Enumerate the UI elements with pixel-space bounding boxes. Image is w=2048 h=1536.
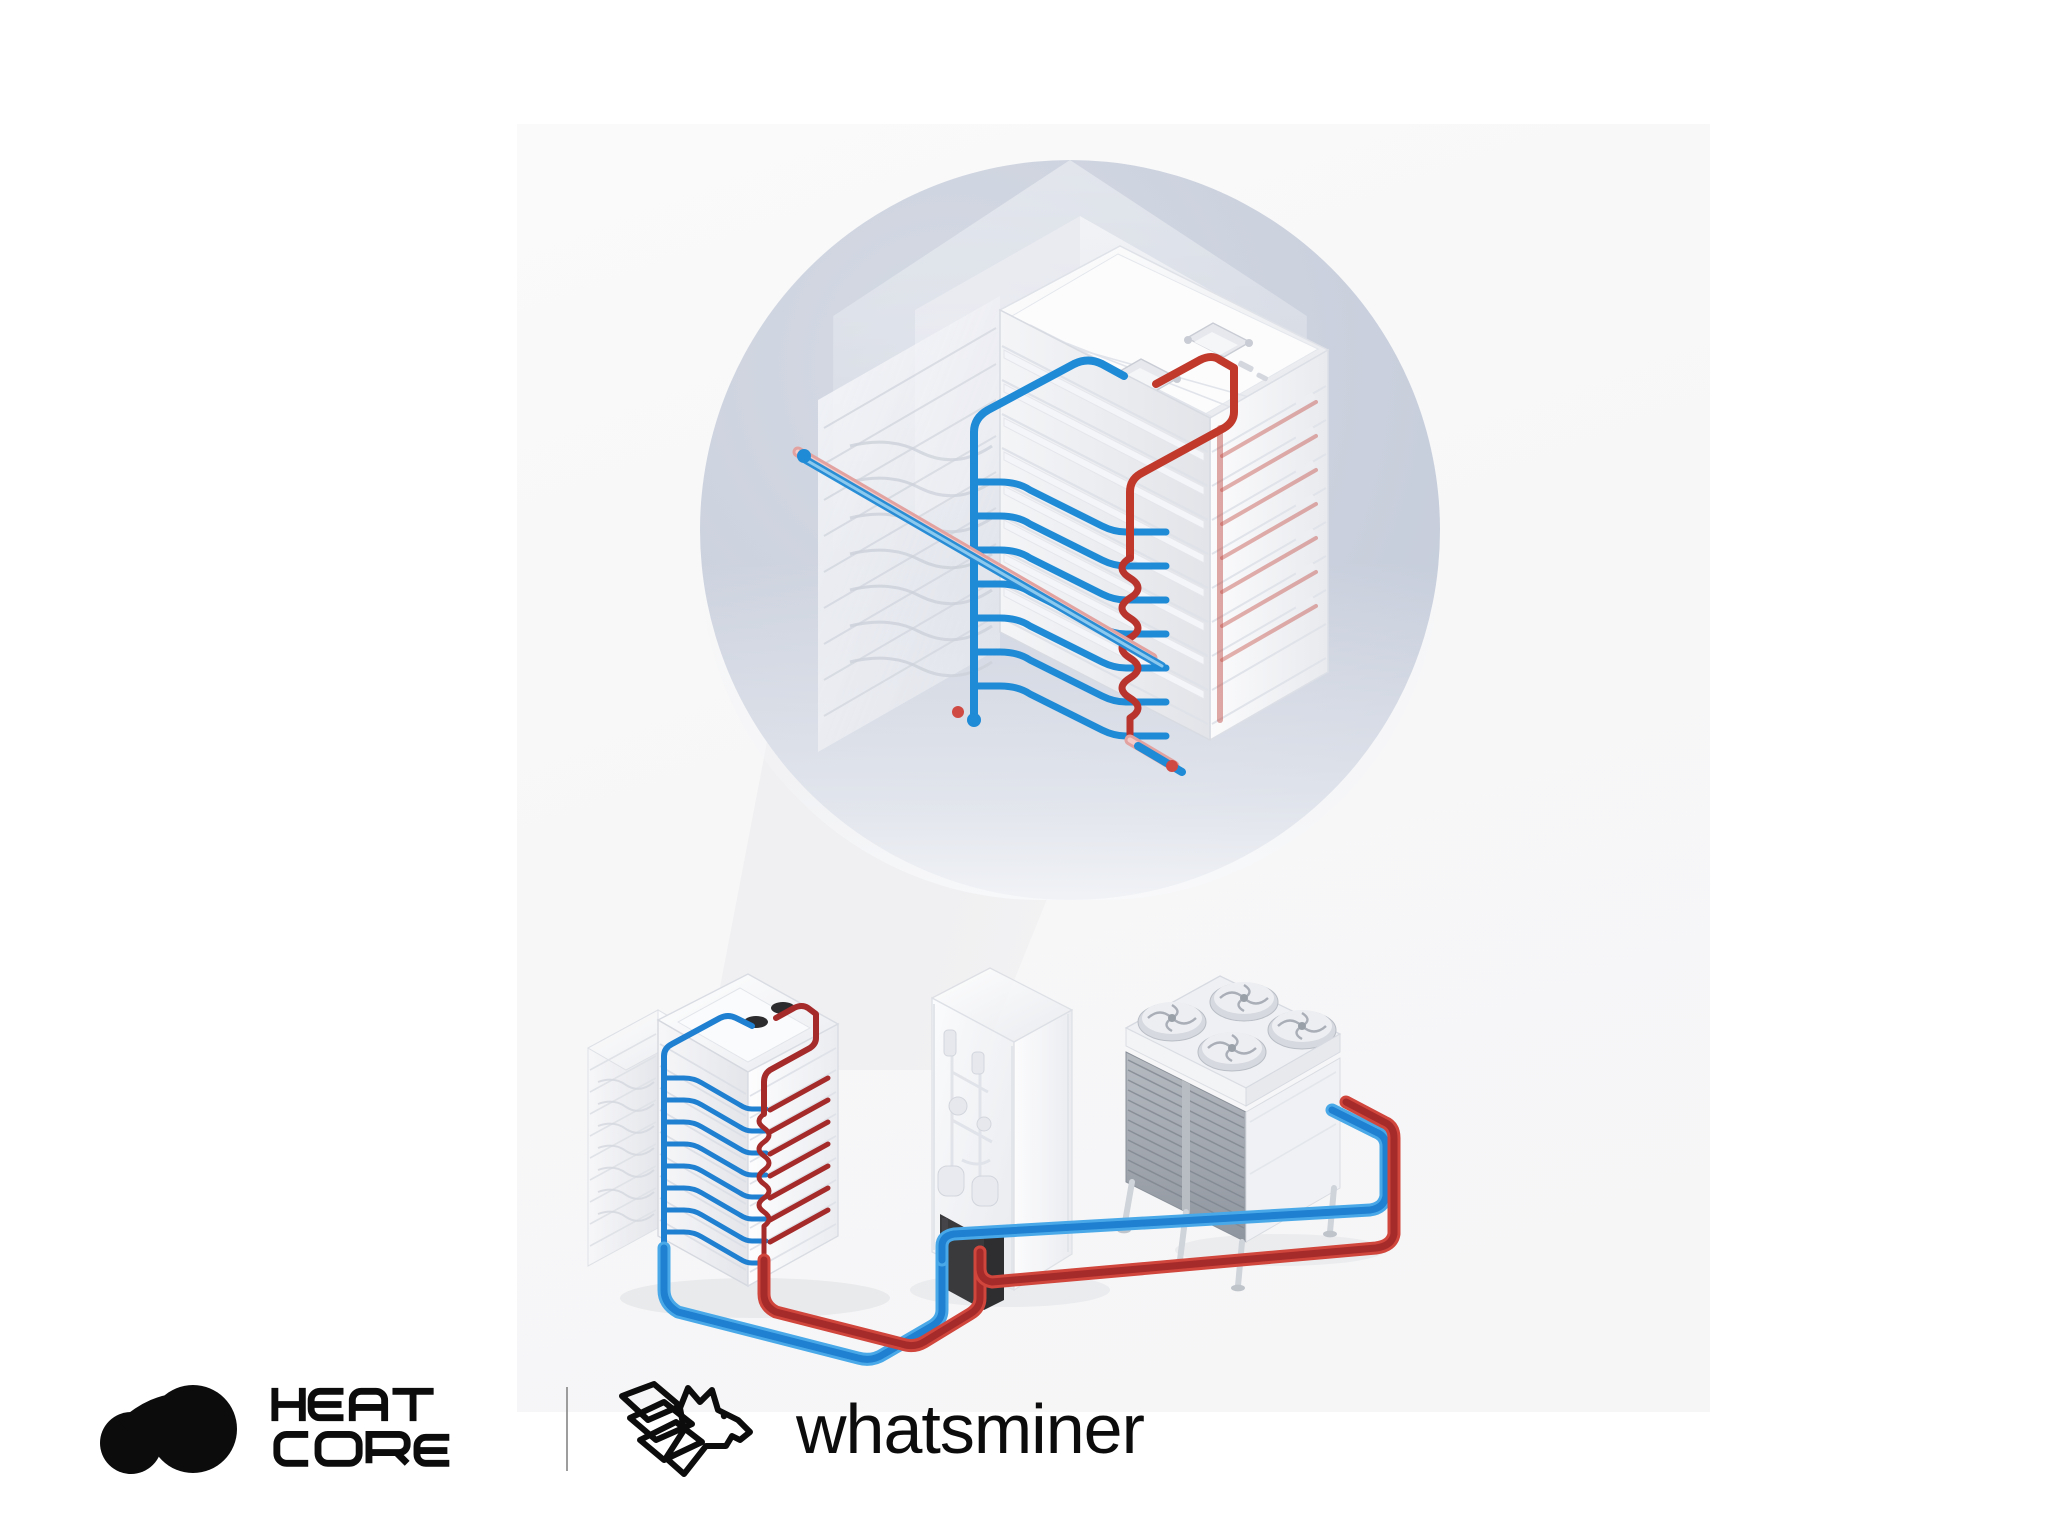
brand-divider <box>566 1387 568 1471</box>
whatsminer-wordmark: whatsminer <box>796 1390 1145 1468</box>
magnified-rack-detail <box>700 160 1440 900</box>
pipe-cold-cdu-to-cooler <box>935 1103 1393 1267</box>
heatcore-wordmark-glyphs <box>271 1387 450 1467</box>
cdu-valves <box>943 1029 992 1132</box>
server-rack <box>586 973 840 1288</box>
cdu-pumps <box>937 1165 999 1207</box>
inset-floor-manifold <box>792 446 1186 776</box>
dry-cooler <box>1117 975 1342 1292</box>
rack-hot-top-feed <box>761 1003 819 1117</box>
inset-cold-top-run <box>970 356 1128 464</box>
cdu-cabinet <box>930 967 1074 1310</box>
rack-hot-branches <box>767 1075 831 1245</box>
dry-cooler-coil <box>1125 1051 1247 1243</box>
inset-hot-serpentine <box>1118 554 1142 744</box>
brand-logo-bar: whatsminer <box>95 1374 1145 1484</box>
inset-cold-loops <box>972 478 1170 740</box>
inset-hot-branch-lines <box>1220 400 1318 662</box>
rack-cold-riser <box>661 1013 755 1251</box>
pipe-hot-cdu-to-cooler <box>973 1095 1401 1289</box>
system-diagram <box>586 967 1401 1366</box>
inset-hot-top-run <box>1126 353 1238 562</box>
pipe-hot-rack-to-cdu <box>757 1245 987 1353</box>
inset-pump-module-2 <box>1184 322 1253 358</box>
dry-cooler-fans <box>1137 982 1337 1072</box>
heatcore-infinity-mark <box>95 1381 245 1477</box>
heatcore-wordmark <box>269 1381 514 1477</box>
pipe-cold-rack-to-cdu <box>657 1241 949 1366</box>
pegasus-head-icon <box>614 1374 774 1484</box>
inset-rack-illustration <box>792 216 1330 776</box>
inset-rack-right-face <box>1209 348 1329 742</box>
rack-cold-branches <box>663 1075 769 1266</box>
